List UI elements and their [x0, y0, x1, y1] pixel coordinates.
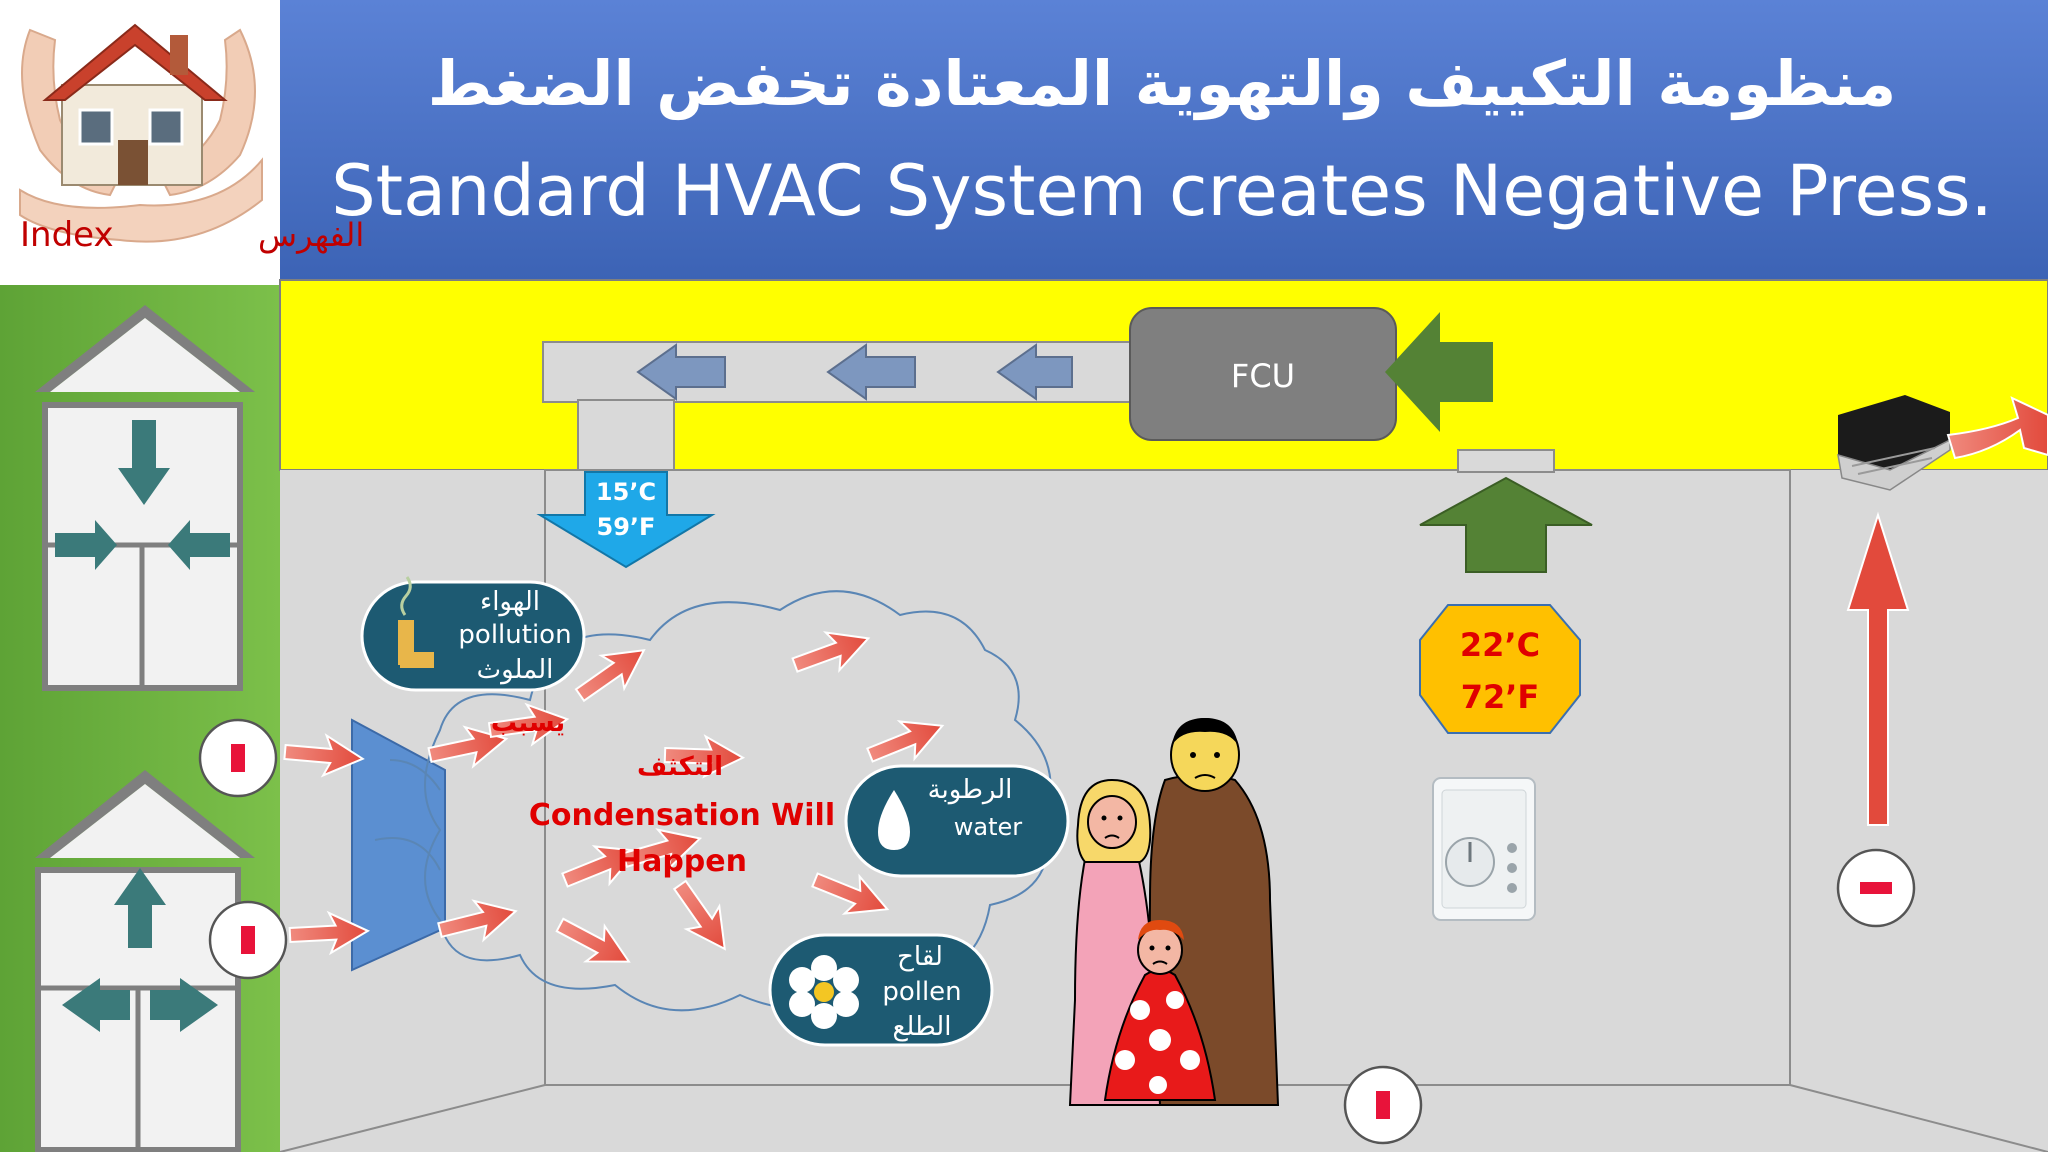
window-top-down-arrow — [118, 420, 170, 505]
thermostat-icon — [1432, 777, 1536, 921]
condensation-ar-line2: التكثف — [637, 752, 723, 782]
exhaust-fan-icon — [1837, 395, 1951, 491]
pollen-badge: لقاح pollen الطلع — [768, 933, 994, 1047]
condensation-ar-line1: يسبب — [491, 708, 565, 738]
pressure-markers — [198, 718, 1916, 1145]
minus-marker-left-top — [198, 718, 278, 798]
window-top — [35, 305, 255, 691]
pollen-en: pollen — [882, 977, 961, 1007]
water-drop-icon — [878, 790, 910, 850]
window-bottom-up-arrow — [114, 868, 166, 948]
pollen-ar-top: لقاح — [897, 942, 943, 972]
fcu-label: FCU — [1231, 357, 1295, 395]
return-air-arrow — [1419, 476, 1593, 573]
pollen-ar-bottom: الطلع — [893, 1012, 952, 1042]
water-ar: الرطوبة — [928, 775, 1013, 805]
contamination-cloud — [374, 590, 1052, 1012]
factory-smoke-icon — [398, 576, 434, 668]
fcu-unit: FCU — [1129, 307, 1397, 441]
room-temperature-sign: 22’C 72’F — [1419, 604, 1581, 734]
index-button[interactable]: Index الفهرس — [0, 0, 364, 285]
duct-arrow-3 — [996, 343, 1073, 401]
water-en: water — [954, 813, 1023, 841]
pollution-badge: الهواء pollution الملوث — [360, 576, 586, 692]
minus-marker-left-bottom — [208, 900, 288, 980]
pollution-ar-top: الهواء — [480, 587, 540, 617]
pollution-en: pollution — [458, 620, 571, 650]
window-top-right-arrow — [55, 520, 117, 570]
window-bottom-right-arrow — [150, 978, 218, 1032]
return-grille — [1457, 449, 1555, 473]
flower-icon — [789, 955, 859, 1029]
condensation-en-line2: Happen — [617, 844, 747, 879]
exhaust-draw-arrow — [1846, 511, 1910, 826]
supply-temp-f: 59’F — [597, 513, 656, 541]
minus-marker-right — [1836, 848, 1916, 928]
duct-arrow-1 — [636, 343, 726, 401]
child-figure — [1103, 920, 1217, 1101]
pollution-ar-bottom: الملوث — [477, 655, 554, 685]
house-in-hands-icon — [19, 23, 263, 243]
index-label-ar: الفهرس — [258, 216, 364, 254]
family-figures — [1068, 718, 1280, 1106]
index-label-en: Index — [20, 215, 114, 255]
condensation-en-line1: Condensation Will — [529, 798, 835, 833]
title-english: Standard HVAC System creates Negative Pr… — [331, 150, 1993, 232]
supply-temp-c: 15’C — [596, 478, 656, 506]
header-band — [280, 0, 2048, 280]
window-bottom-left-arrow — [62, 978, 130, 1032]
fresh-air-intake-arrow — [1385, 312, 1493, 432]
title-arabic: منظومة التكييف والتهوية المعتادة تخفض ال… — [428, 47, 1897, 121]
minus-marker-floor — [1343, 1065, 1423, 1145]
duct-arrow-2 — [826, 343, 916, 401]
room-temp-c: 22’C — [1460, 626, 1540, 664]
window-bottom — [35, 770, 255, 1152]
supply-air-arrow: 15’C 59’F — [536, 471, 716, 569]
water-badge: الرطوبة water — [844, 764, 1070, 878]
exhaust-out-arrow — [1946, 396, 2048, 460]
room-temp-f: 72’F — [1461, 678, 1540, 716]
window-top-left-arrow — [168, 520, 230, 570]
duct-airflow-arrows — [636, 343, 1073, 401]
